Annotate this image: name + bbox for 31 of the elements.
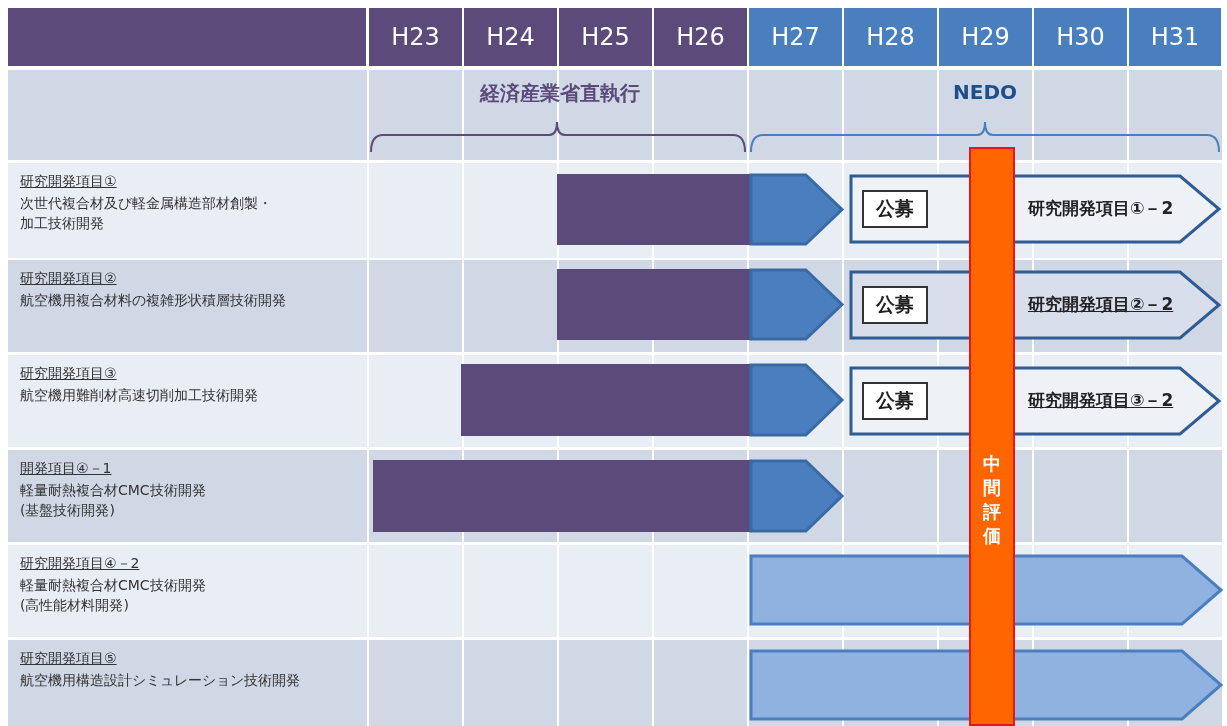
evaluation-bar (969, 147, 1015, 726)
year-header-cell: H23 (369, 8, 462, 66)
item-description: 軽量耐熱複合材CMC技術開発 (高性能材料開発) (20, 576, 207, 615)
item-description: 次世代複合材及び軽金属構造部材創製・加工技術開発 (20, 194, 273, 233)
year-header-cell: H25 (559, 8, 652, 66)
agency-label: NEDO (952, 80, 1018, 104)
public-call-label: 公募 (862, 286, 928, 324)
item-heading: 研究開発項目⑤ (20, 650, 117, 668)
year-header-cell: H31 (1129, 8, 1221, 66)
item-description: 航空機用構造設計シミュレーション技術開発 (20, 671, 301, 690)
agency-label: 経済産業省直執行 (478, 80, 641, 107)
year-header-cell: H26 (654, 8, 747, 66)
item-heading: 開発項目④－1 (20, 460, 112, 478)
item-heading: 研究開発項目③ (20, 365, 117, 383)
item-heading: 研究開発項目② (20, 270, 117, 288)
project-title: 研究開発項目②－2 (1028, 293, 1174, 316)
public-call-label: 公募 (862, 190, 928, 228)
year-header-cell: H29 (939, 8, 1032, 66)
item-description: 航空機用複合材料の複雑形状積層技術開発 (20, 291, 287, 310)
year-header-cell: H27 (749, 8, 842, 66)
project-title: 研究開発項目③－2 (1028, 389, 1174, 412)
year-header-cell: H24 (464, 8, 557, 66)
year-header-cell: H30 (1034, 8, 1127, 66)
item-heading: 研究開発項目④－2 (20, 555, 140, 573)
item-description: 軽量耐熱複合材CMC技術開発 (基盤技術開発) (20, 481, 207, 520)
public-call-label: 公募 (862, 382, 928, 420)
project-title: 研究開発項目①－2 (1028, 197, 1174, 220)
evaluation-label: 中間評価 (983, 452, 1002, 548)
item-description: 航空機用難削材高速切削加工技術開発 (20, 386, 259, 405)
year-header-cell: H28 (844, 8, 937, 66)
item-heading: 研究開発項目① (20, 173, 117, 191)
